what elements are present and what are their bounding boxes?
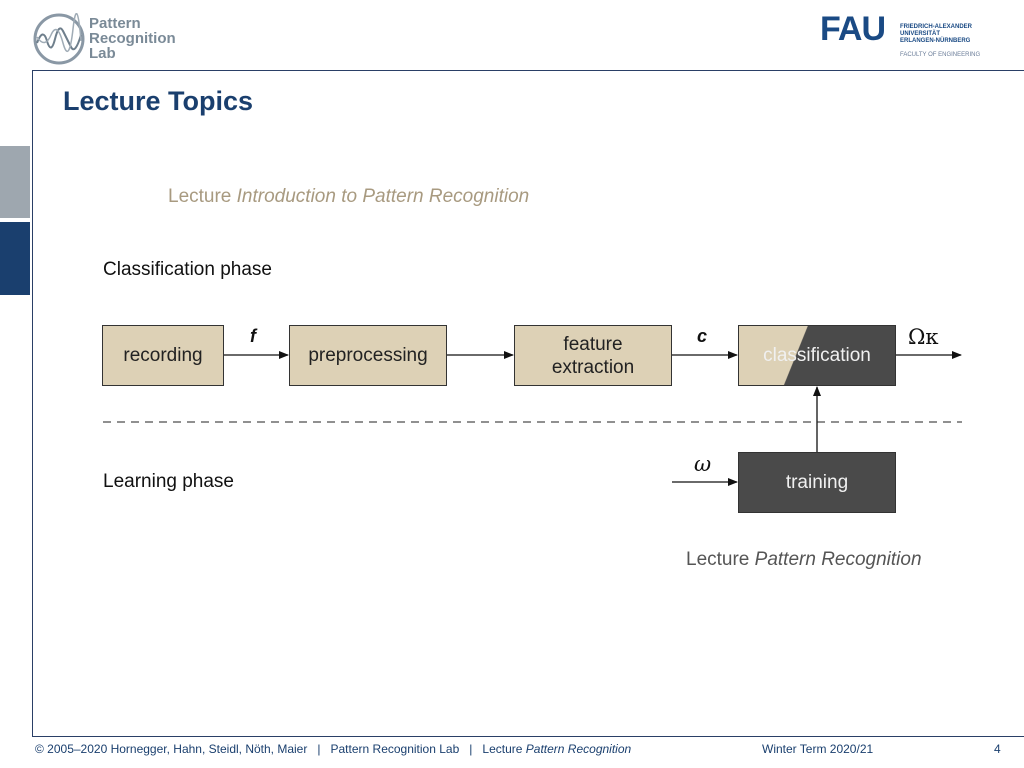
feature-vector-c-symbol: c: [697, 326, 708, 346]
fau-mark: FAU: [820, 10, 886, 48]
page-number: 4: [994, 742, 1001, 756]
footer-term: Winter Term 2020/21: [762, 742, 874, 756]
footer-separator: |: [317, 742, 321, 756]
frame-left-rule: [32, 70, 33, 736]
feature-extraction-box: feature extraction: [514, 325, 672, 386]
footer-separator: |: [469, 742, 473, 756]
training-omega-symbol: ω: [694, 452, 712, 476]
footer-info: © 2005–2020 Hornegger, Hahn, Steidl, Nöt…: [35, 742, 632, 756]
footer-copyright: © 2005–2020 Hornegger, Hahn, Steidl, Nöt…: [35, 742, 308, 756]
footer-lab: Pattern Recognition Lab: [330, 742, 460, 756]
lab-logo-icon: [33, 13, 85, 65]
frame-bottom-rule: [32, 736, 1024, 737]
class-omega-kappa-symbol: Ωκ: [908, 325, 939, 349]
training-box: training: [738, 452, 896, 513]
footer-lecture-title: Pattern Recognition: [525, 742, 632, 756]
frame-top-rule: [32, 70, 1024, 71]
feature-line-1: feature: [563, 333, 623, 355]
feature-line-2: extraction: [551, 356, 635, 378]
lecture-pr-title: Pattern Recognition: [754, 549, 922, 570]
lecture-pr-label: Lecture Pattern Recognition: [686, 549, 922, 570]
classification-phase-label: Classification phase: [103, 259, 272, 280]
recording-box: recording: [102, 325, 224, 386]
side-tab-current: [0, 222, 30, 295]
feature-vector-f-symbol: f: [250, 326, 256, 346]
fau-faculty: FACULTY OF ENGINEERING: [900, 52, 981, 58]
side-tab-previous: [0, 146, 30, 218]
pattern-recognition-lab-logo: Pattern Recognition Lab: [33, 13, 193, 67]
lecture-intro-label: Lecture Introduction to Pattern Recognit…: [168, 186, 530, 207]
slide-title: Lecture Topics: [63, 86, 254, 116]
learning-phase-label: Learning phase: [103, 471, 234, 492]
lab-logo-text: Pattern Recognition Lab: [89, 15, 176, 62]
lecture-intro-title: Introduction to Pattern Recognition: [236, 186, 530, 207]
classification-box: classification: [738, 325, 896, 386]
preprocessing-box: preprocessing: [289, 325, 447, 386]
fau-logo: FAU FRIEDRICH-ALEXANDER UNIVERSITÄT ERLA…: [820, 12, 1000, 62]
fau-university-name: FRIEDRICH-ALEXANDER UNIVERSITÄT ERLANGEN…: [900, 24, 972, 44]
